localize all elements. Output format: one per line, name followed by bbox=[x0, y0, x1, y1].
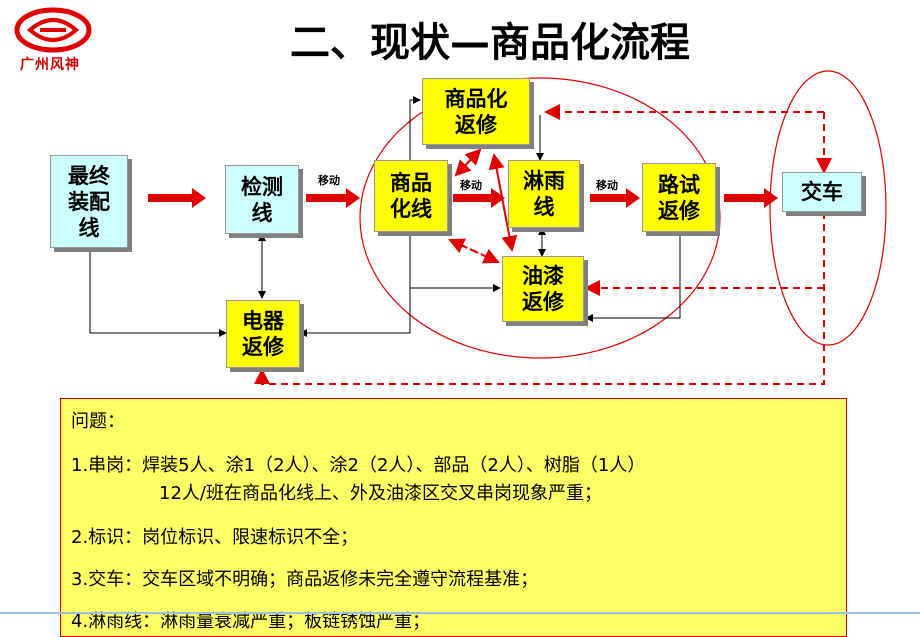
problems-heading: 问题： bbox=[71, 411, 125, 432]
problem-item: 1.串岗：焊装5人、涂1（2人）、涂2（2人）、部品（2人）、树脂（1人） bbox=[71, 455, 646, 476]
thin-connectors bbox=[89, 96, 681, 337]
problem-item: 3.交车：交车区域不明确；商品返修未完全遵守流程基准； bbox=[71, 569, 539, 590]
delivery-zone-ellipse bbox=[769, 70, 887, 346]
final-assembly-label: 最终装配线 bbox=[68, 163, 110, 240]
problem-item: 12人/班在商品化线上、外及油漆区交叉串岗现象严重； bbox=[159, 483, 602, 504]
problem-item: 2.标识：岗位标识、限速标识不全； bbox=[71, 527, 359, 548]
commercial-repair-box: 商品化返修 bbox=[422, 78, 530, 145]
footer-divider bbox=[0, 612, 920, 614]
rework-dashed-lines bbox=[254, 104, 832, 385]
paint-repair-label: 油漆返修 bbox=[522, 264, 564, 314]
brand-logo: 广州风神 bbox=[8, 6, 108, 73]
main-flow-arrows bbox=[148, 188, 778, 208]
problems-panel: 问题： 1.串岗：焊装5人、涂1（2人）、涂2（2人）、部品（2人）、树脂（1人… bbox=[60, 398, 847, 637]
commercial-line-label: 商品化线 bbox=[390, 171, 432, 221]
road-test-label: 路试返修 bbox=[658, 172, 700, 223]
road-test-repair-box: 路试返修 bbox=[642, 163, 716, 232]
commercial-repair-label: 商品化返修 bbox=[444, 86, 508, 137]
logo-emblem-icon bbox=[14, 7, 92, 53]
commercial-line-box: 商品化线 bbox=[374, 160, 448, 232]
inspection-label: 检测线 bbox=[241, 174, 283, 225]
inspection-line-box: 检测线 bbox=[225, 165, 299, 234]
final-assembly-line-box: 最终装配线 bbox=[50, 155, 128, 248]
rain-line-label: 淋雨线 bbox=[523, 169, 565, 219]
move-label: 移动 bbox=[460, 179, 482, 192]
paint-repair-box: 油漆返修 bbox=[502, 256, 584, 322]
move-label: 移动 bbox=[596, 179, 618, 192]
electrical-repair-box: 电器返修 bbox=[226, 300, 300, 368]
electrical-repair-label: 电器返修 bbox=[242, 309, 284, 359]
page-title: 二、现状—商品化流程 bbox=[290, 20, 690, 66]
logo-text: 广州风神 bbox=[20, 57, 80, 73]
rain-line-box: 淋雨线 bbox=[508, 160, 580, 228]
commercial-zone-ellipse bbox=[359, 77, 721, 359]
problem-item: 4.淋雨线：淋雨量衰减严重；板链锈蚀严重； bbox=[71, 611, 431, 632]
delivery-box: 交车 bbox=[782, 172, 862, 212]
delivery-label: 交车 bbox=[801, 180, 843, 204]
move-label: 移动 bbox=[318, 174, 340, 187]
flow-connectors bbox=[89, 70, 887, 385]
